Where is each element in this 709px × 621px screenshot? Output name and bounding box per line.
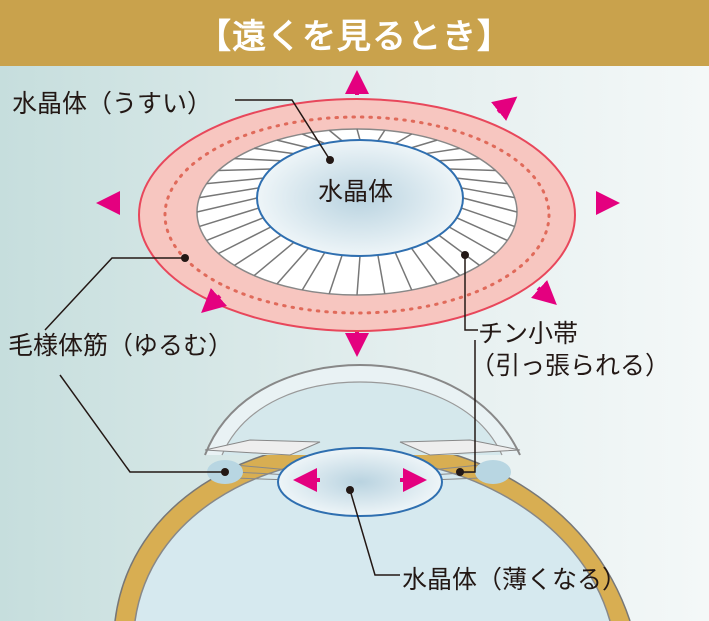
zonule-fiber bbox=[218, 226, 272, 255]
zonule-fiber bbox=[196, 197, 258, 213]
label-zonule-state: （引っ張られる） bbox=[470, 351, 671, 380]
zonule-fiber bbox=[234, 157, 282, 162]
zonule-fiber bbox=[377, 254, 386, 294]
zonule-fiber bbox=[411, 139, 438, 149]
leader-lines bbox=[44, 99, 478, 576]
pull-arrows bbox=[96, 70, 620, 357]
zonule-fiber bbox=[438, 157, 480, 162]
zonule-fiber bbox=[276, 247, 310, 285]
zonule-fiber bbox=[449, 168, 496, 172]
zonule-fiber bbox=[356, 128, 361, 141]
lens-top bbox=[256, 139, 464, 257]
zonule-fiber bbox=[254, 147, 294, 155]
zonule-fiber bbox=[199, 187, 259, 199]
label-lens-thinner: 水晶体（薄くなる） bbox=[402, 565, 628, 594]
zonule-fiber bbox=[426, 147, 460, 155]
zonule-fiber bbox=[356, 255, 361, 296]
title-banner: 【遠くを見るとき】 bbox=[0, 0, 709, 66]
zonule-fiber bbox=[456, 177, 508, 185]
label-zonule: チン小帯 bbox=[478, 319, 579, 348]
title: 【遠くを見るとき】 bbox=[197, 16, 512, 57]
zonule-fiber bbox=[456, 217, 508, 242]
label-lens-center: 水晶体 bbox=[318, 177, 394, 206]
label-lens-thin: 水晶体（うすい） bbox=[12, 89, 213, 118]
zonule-fiber bbox=[328, 254, 343, 294]
zonule-fiber bbox=[438, 234, 481, 266]
label-ciliary-muscle: 毛様体筋（ゆるむ） bbox=[8, 331, 234, 360]
zonule-fiber bbox=[199, 207, 259, 228]
zonule-fiber bbox=[448, 226, 496, 255]
zonule-fiber bbox=[461, 187, 515, 199]
zonule-fiber bbox=[218, 168, 271, 172]
lens-bottom bbox=[277, 447, 443, 517]
zonule-fiber bbox=[301, 252, 326, 291]
zonule-fiber bbox=[301, 133, 326, 145]
zonule-fiber bbox=[394, 133, 413, 145]
zonule-fiber bbox=[394, 252, 413, 291]
zonule-fiber bbox=[461, 207, 515, 228]
zonule-fiber bbox=[462, 197, 518, 213]
zonule-fiber bbox=[234, 234, 282, 266]
zonule-fiber bbox=[253, 241, 295, 277]
zonule-fiber bbox=[206, 217, 264, 242]
zonule-fiber bbox=[276, 139, 309, 149]
zonule-fiber bbox=[377, 129, 386, 142]
zonule-fiber bbox=[206, 177, 264, 185]
zonule-fiber bbox=[410, 247, 438, 285]
zonule-fiber bbox=[328, 129, 343, 142]
zonule-fiber bbox=[425, 241, 461, 277]
